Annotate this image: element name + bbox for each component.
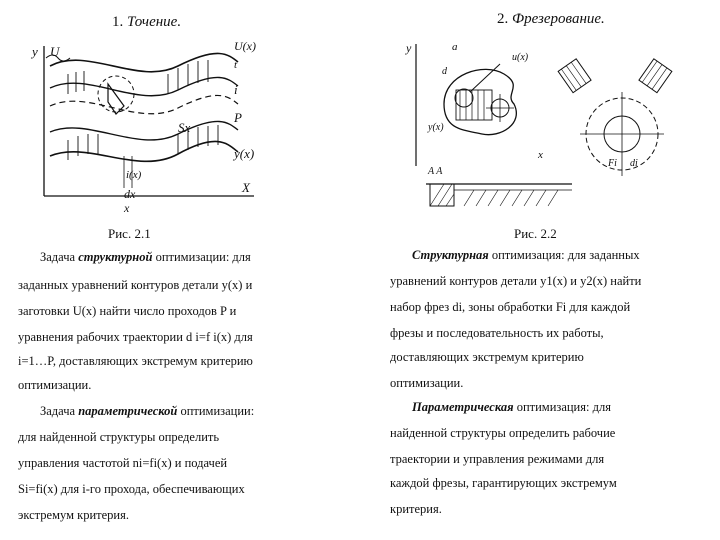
left-p2-l1-b: оптимизации: xyxy=(180,404,255,418)
right-p1-line1: Структурная оптимизация: для заданных xyxy=(412,248,640,263)
milling-figure: y a d u(x) y(x) x A A di Fi xyxy=(405,41,673,207)
right-p2-line3: траектории и управления режимами для xyxy=(390,452,605,466)
pass-curve-1 xyxy=(49,76,239,97)
section-hatch xyxy=(429,183,559,207)
label-x-low: x xyxy=(123,201,130,215)
zone-hatch xyxy=(459,90,485,120)
label-di: di xyxy=(630,158,638,169)
part-outline xyxy=(443,68,517,136)
hatch-lines xyxy=(67,60,219,160)
right-p1-line5: доставляющих экстремум критерию xyxy=(390,350,584,364)
right-p2-line2: найденной структуры определить рабочие xyxy=(390,426,616,440)
label-x-right: x xyxy=(537,149,543,161)
left-p1-line4: уравнения рабочих траектории d i=f i(x) … xyxy=(18,330,253,344)
turning-figure: y U U(x) t i P y(x) Sx i(x) dx x X xyxy=(30,39,256,215)
left-heading-title: Точение. xyxy=(127,14,182,30)
right-p1-line6: оптимизации. xyxy=(390,376,464,390)
left-p1-l1-a: Задача xyxy=(40,250,76,264)
right-heading-title: Фрезерование. xyxy=(512,11,605,27)
small-cutter xyxy=(454,88,474,108)
label-u-right: u(x) xyxy=(512,52,529,63)
leader-line xyxy=(469,63,501,93)
label-ux: U(x) xyxy=(234,39,256,53)
right-caption: Рис. 2.2 xyxy=(514,226,557,241)
tilde-mark xyxy=(45,54,71,62)
hatched-zone xyxy=(455,89,493,121)
left-p1-line2: заданных уравнений контуров детали y(x) … xyxy=(18,278,253,292)
right-heading: 2. Фрезерование. xyxy=(497,11,605,28)
left-heading: 1. Точение. xyxy=(112,14,181,31)
left-p2-line3: управления частотой ni=fi(x) и подачей xyxy=(18,456,228,470)
right-p1-line3: набор фрез di, зоны обработки Fi для каж… xyxy=(390,300,631,314)
left-caption: Рис. 2.1 xyxy=(108,226,151,241)
cutter-tilted-right xyxy=(638,58,673,94)
part-contour-curve xyxy=(49,140,239,163)
left-p2-line4: Si=fi(x) для i-го прохода, обеспечивающи… xyxy=(18,482,245,496)
blank-contour-curve xyxy=(49,52,239,73)
left-p1-line1: Задача структурной оптимизации: для xyxy=(40,250,251,265)
label-i: i xyxy=(234,82,238,97)
right-heading-number: 2. xyxy=(497,11,509,27)
label-aa: A A xyxy=(427,166,443,177)
label-ix: i(x) xyxy=(126,169,142,181)
label-fi: Fi xyxy=(607,158,617,169)
right-p1-l1-em: Структурная xyxy=(412,248,489,262)
label-t: t xyxy=(234,59,238,71)
left-p2-l1-em: параметрической xyxy=(78,404,178,418)
left-p1-line3: заготовки U(x) найти число проходов P и xyxy=(18,304,237,318)
label-yx: y(x) xyxy=(232,146,254,161)
pass-curve-p xyxy=(49,120,239,141)
left-p1-l1-em: структурной xyxy=(78,250,153,264)
tool-outline xyxy=(97,75,135,113)
label-yx-right: y(x) xyxy=(427,122,444,133)
label-y-right: y xyxy=(405,41,412,55)
pass-curve-dashed xyxy=(49,94,239,115)
left-p2-l1-a: Задача xyxy=(40,404,76,418)
right-p1-line4: фрезы и последовательность их работы, xyxy=(390,326,604,340)
left-p2-line1: Задача параметрической оптимизации: xyxy=(40,404,254,419)
label-dx: dx xyxy=(124,187,136,201)
cutter-tilted-left xyxy=(557,58,592,94)
right-p2-l1-b: оптимизация: для xyxy=(516,400,611,414)
right-p2-line4: каждой фрезы, гарантирующих экстремум xyxy=(390,476,617,490)
label-d: d xyxy=(442,66,448,77)
label-x-axis: X xyxy=(241,180,251,195)
left-p1-line5: i=1…P, доставляющих экстремум критерию xyxy=(18,354,253,368)
right-p1-line2: уравнений контуров детали y1(x) и y2(x) … xyxy=(390,274,642,288)
label-a: a xyxy=(452,41,458,53)
label-y: y xyxy=(30,44,38,59)
label-sx: Sx xyxy=(178,120,191,135)
right-p2-line1: Параметрическая оптимизация: для xyxy=(412,400,611,415)
label-p: P xyxy=(233,110,242,125)
right-p2-l1-em: Параметрическая xyxy=(412,400,514,414)
left-p2-line5: экстремум критерия. xyxy=(18,508,129,522)
label-u: U xyxy=(50,44,61,59)
left-p2-line2: для найденной структуры определить xyxy=(18,430,220,444)
cutting-tool xyxy=(107,82,125,115)
left-heading-number: 1. xyxy=(112,14,124,30)
left-p1-l1-b: оптимизации: для xyxy=(155,250,251,264)
left-p1-line6: оптимизации. xyxy=(18,378,92,392)
section-block xyxy=(429,183,455,207)
right-p1-l1-b: оптимизация: для заданных xyxy=(491,248,640,262)
right-p2-line5: критерия. xyxy=(390,502,442,516)
